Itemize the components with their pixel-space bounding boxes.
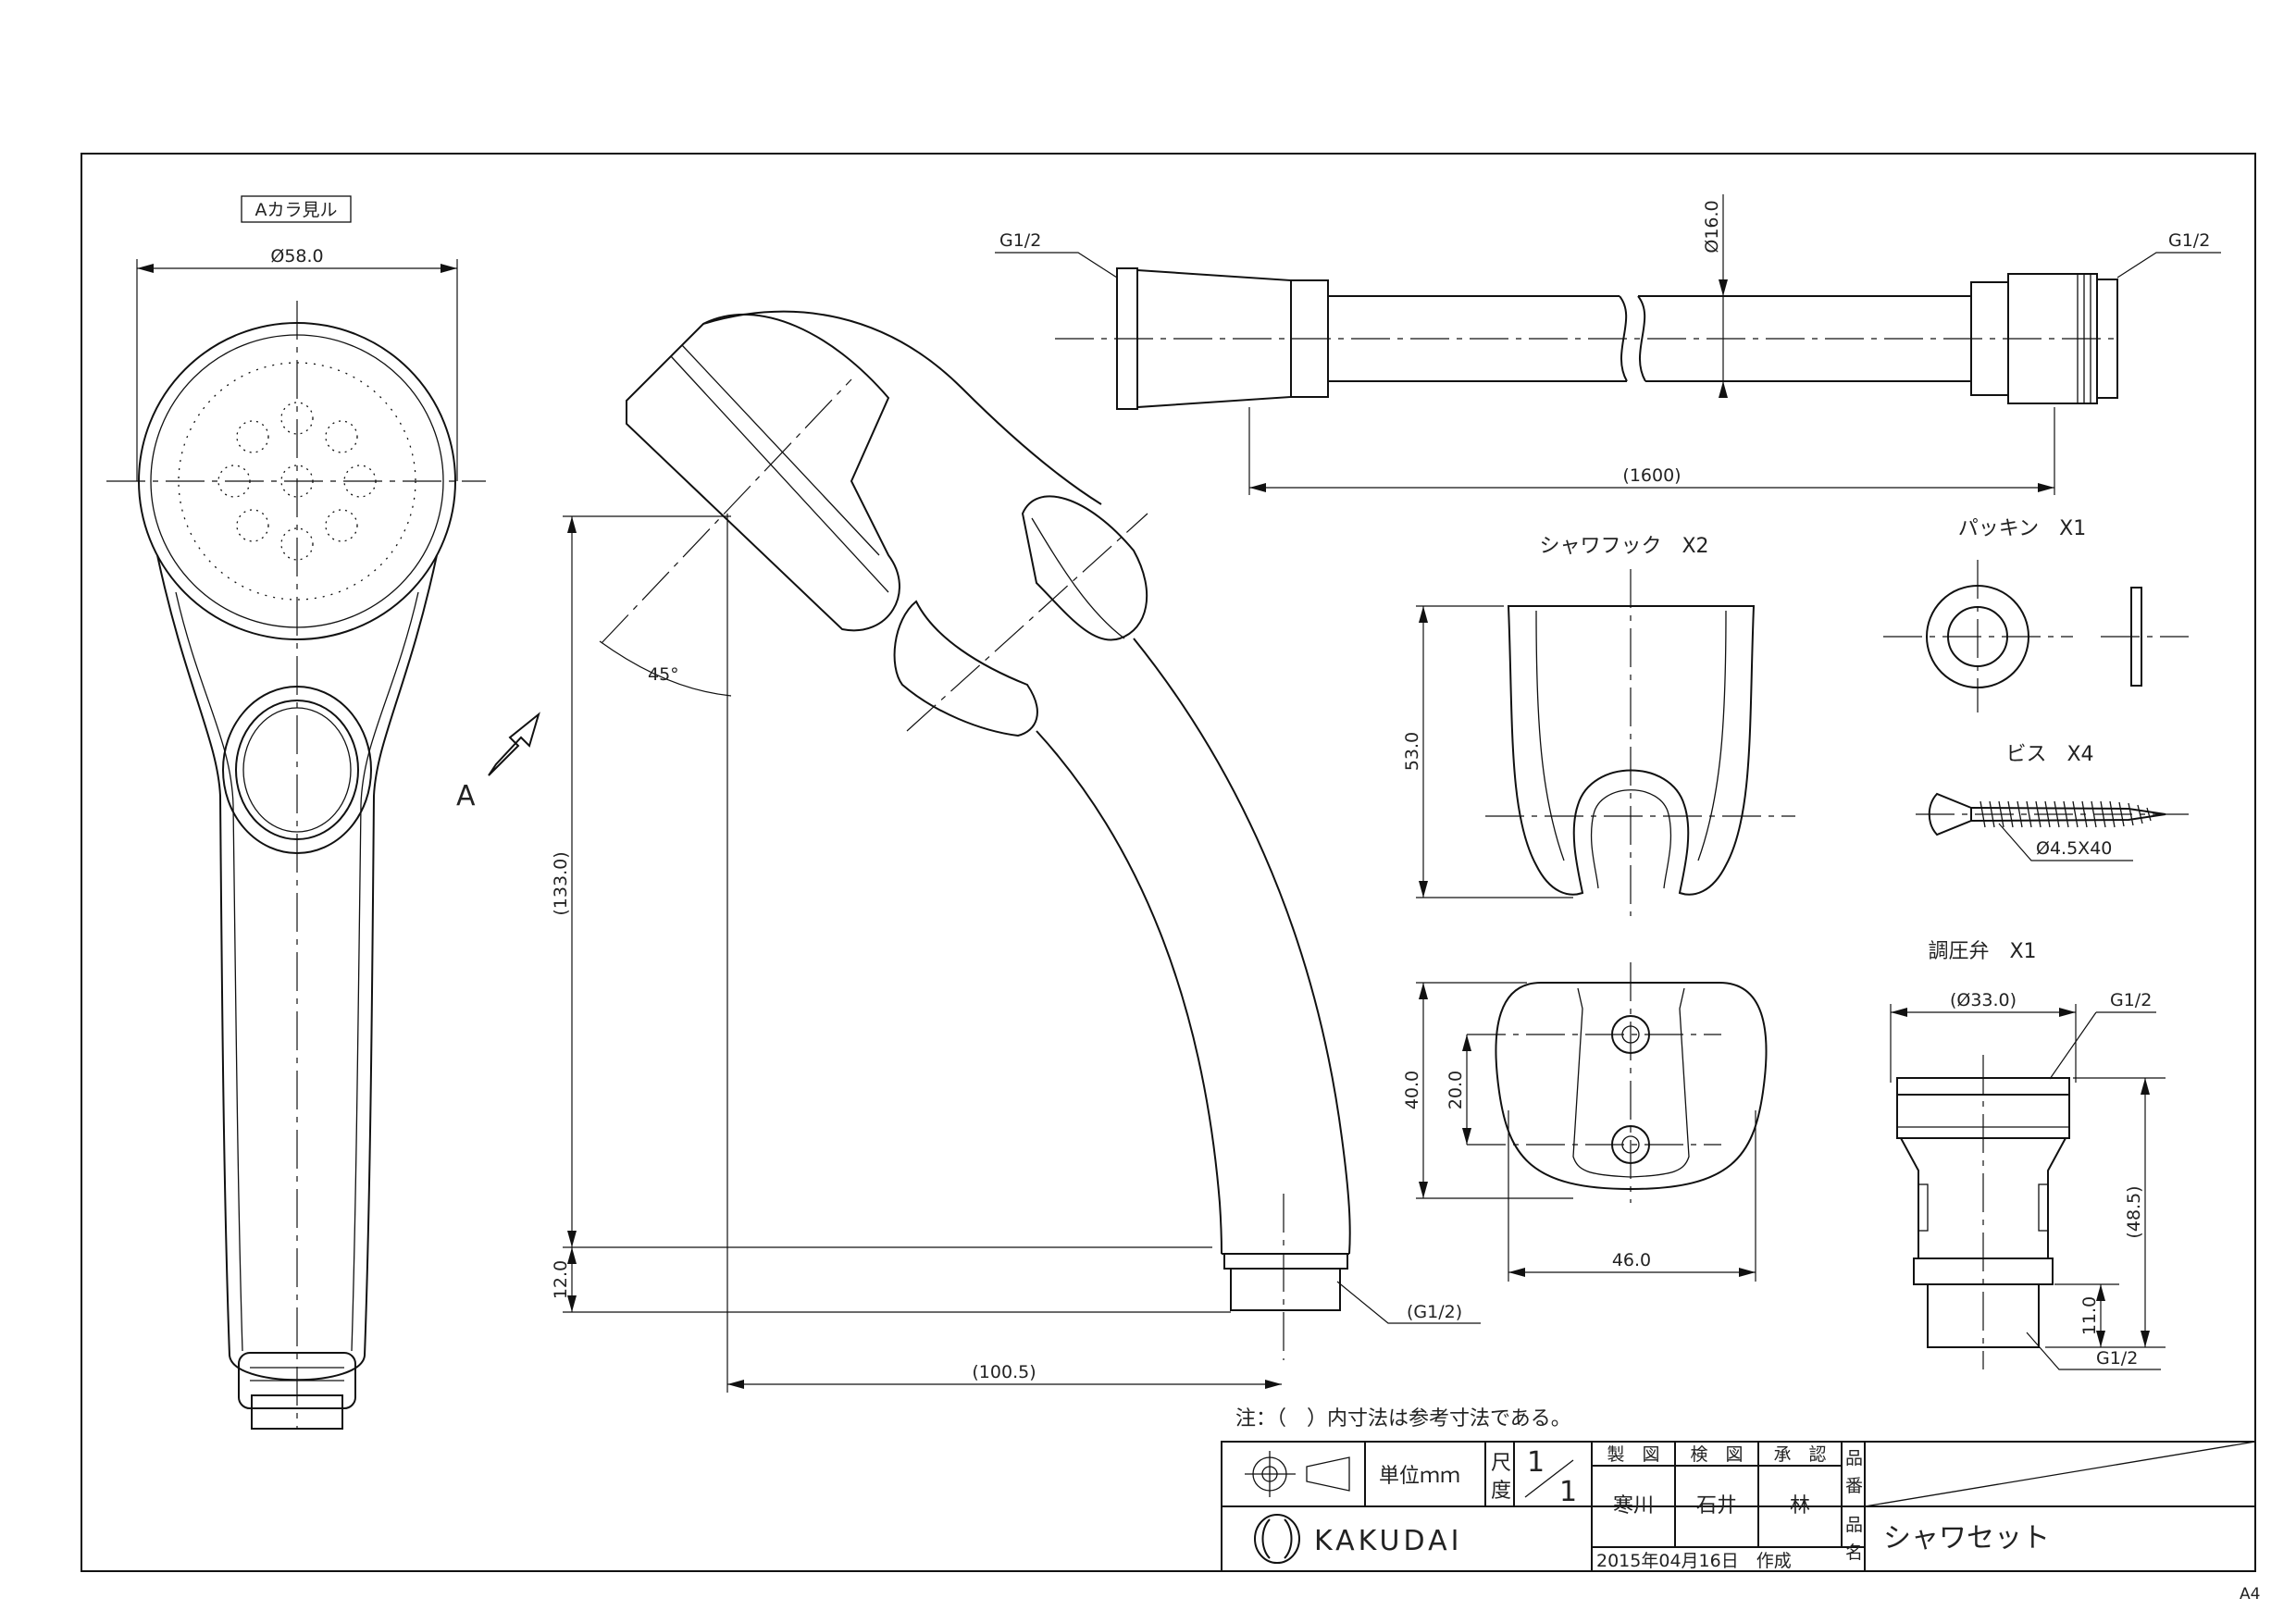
- switch-button: [222, 686, 372, 854]
- view-a-label: Aカラ見ル: [255, 200, 338, 220]
- side-handle-outer: [1133, 638, 1351, 1255]
- paper-size: A4: [2240, 1585, 2260, 1604]
- pressure-valve-view: 調圧弁 X1 (Ø33.0) G1/2 (48.5) 11.0 G1/2: [1890, 940, 2166, 1370]
- valve-g12-top-label: G1/2: [2110, 990, 2152, 1010]
- arrow-a-label: A: [456, 780, 476, 812]
- hook-46-label: 46.0: [1612, 1250, 1651, 1270]
- reference-note: 注：（ ）内寸法は参考寸法である。: [1235, 1407, 1571, 1431]
- side-head-block: [626, 314, 900, 632]
- hook-front: [1507, 605, 1756, 896]
- view-direction-arrow: [488, 712, 540, 776]
- scale-numerator: 1: [1527, 1446, 1545, 1479]
- hose-view: Ø16.0 G1/2 G1/2 (1600): [995, 194, 2221, 495]
- screw-title: ビス X4: [2005, 743, 2093, 766]
- dim-100-5-label: (100.5): [972, 1362, 1036, 1382]
- view-a-label-box: [241, 195, 352, 223]
- hook-title: シャワフック X2: [1539, 535, 1708, 558]
- name-drawn: 寒川: [1613, 1494, 1654, 1518]
- hose-dia-label: Ø16.0: [1702, 200, 1722, 253]
- name-checked: 石井: [1696, 1494, 1737, 1518]
- shower-head-front-view: Aカラ見ル Ø58.0: [106, 195, 540, 1430]
- packing-title: パッキン X1: [1958, 517, 2086, 540]
- dim-12-label: 12.0: [551, 1260, 571, 1299]
- col-drawn: 製 図: [1607, 1444, 1659, 1465]
- valve-48-5-label: (48.5): [2124, 1185, 2144, 1238]
- handle-outline: [156, 554, 438, 1381]
- part-name: シャワセット: [1883, 1522, 2050, 1555]
- g12-body-label: (G1/2): [1407, 1302, 1462, 1322]
- packing-view: パッキン X1: [1883, 517, 2189, 712]
- valve-g12-bottom-label: G1/2: [2096, 1348, 2138, 1369]
- created-date: 2015年04月16日 作成: [1596, 1551, 1792, 1571]
- part-name-label-1: 品: [1845, 1515, 1863, 1535]
- scale-label-top: 尺: [1491, 1452, 1511, 1475]
- col-checked: 検 図: [1690, 1444, 1743, 1465]
- col-approved: 承 認: [1773, 1444, 1826, 1465]
- title-block: 単位ｍｍ 尺 度 1 1 製 図 検 図 承 認 寒川 石井 林 品 番 品 名…: [1221, 1441, 2256, 1572]
- hose-length-label: (1600): [1622, 465, 1681, 486]
- hook-20-label: 20.0: [1446, 1071, 1466, 1109]
- side-handle-inner: [1036, 730, 1222, 1255]
- side-trigger: [1021, 495, 1148, 641]
- company-name: KAKUDAI: [1314, 1525, 1462, 1557]
- dim-133-label: (133.0): [551, 851, 571, 915]
- valve-dia-label: (Ø33.0): [1950, 990, 2017, 1010]
- unit-label: 単位ｍｍ: [1379, 1465, 1460, 1488]
- part-no-label-2: 番: [1845, 1476, 1863, 1496]
- hose-right-g12-label: G1/2: [2168, 230, 2210, 251]
- valve-title: 調圧弁 X1: [1928, 940, 2036, 963]
- handle-connector: [238, 1352, 356, 1409]
- screw-size-label: Ø4.5X40: [2036, 838, 2112, 859]
- scale-label-bottom: 度: [1491, 1480, 1511, 1503]
- sheet-border: [81, 153, 2256, 1572]
- screw-head: [1928, 792, 1972, 836]
- hose-left-g12-label: G1/2: [999, 230, 1041, 251]
- shower-hook-view: シャワフック X2 53.0 40.0: [1402, 535, 1795, 1282]
- hook-40-label: 40.0: [1402, 1071, 1422, 1109]
- angle-label: 45°: [648, 664, 679, 685]
- head-dia-label: Ø58.0: [270, 246, 323, 266]
- company-logo-icon: [1254, 1514, 1300, 1564]
- hook-53-label: 53.0: [1402, 732, 1422, 771]
- part-name-label-2: 名: [1845, 1542, 1863, 1563]
- scale-denominator: 1: [1559, 1476, 1577, 1508]
- shower-head-side-view: 45° (133.0) 12.0 (100.5) (G1/2): [551, 310, 1481, 1393]
- valve-11-label: 11.0: [2079, 1296, 2100, 1335]
- screw-view: ビス X4 Ø4.5X40: [1916, 743, 2189, 861]
- part-no-label-1: 品: [1845, 1448, 1863, 1468]
- name-approved: 林: [1790, 1494, 1810, 1518]
